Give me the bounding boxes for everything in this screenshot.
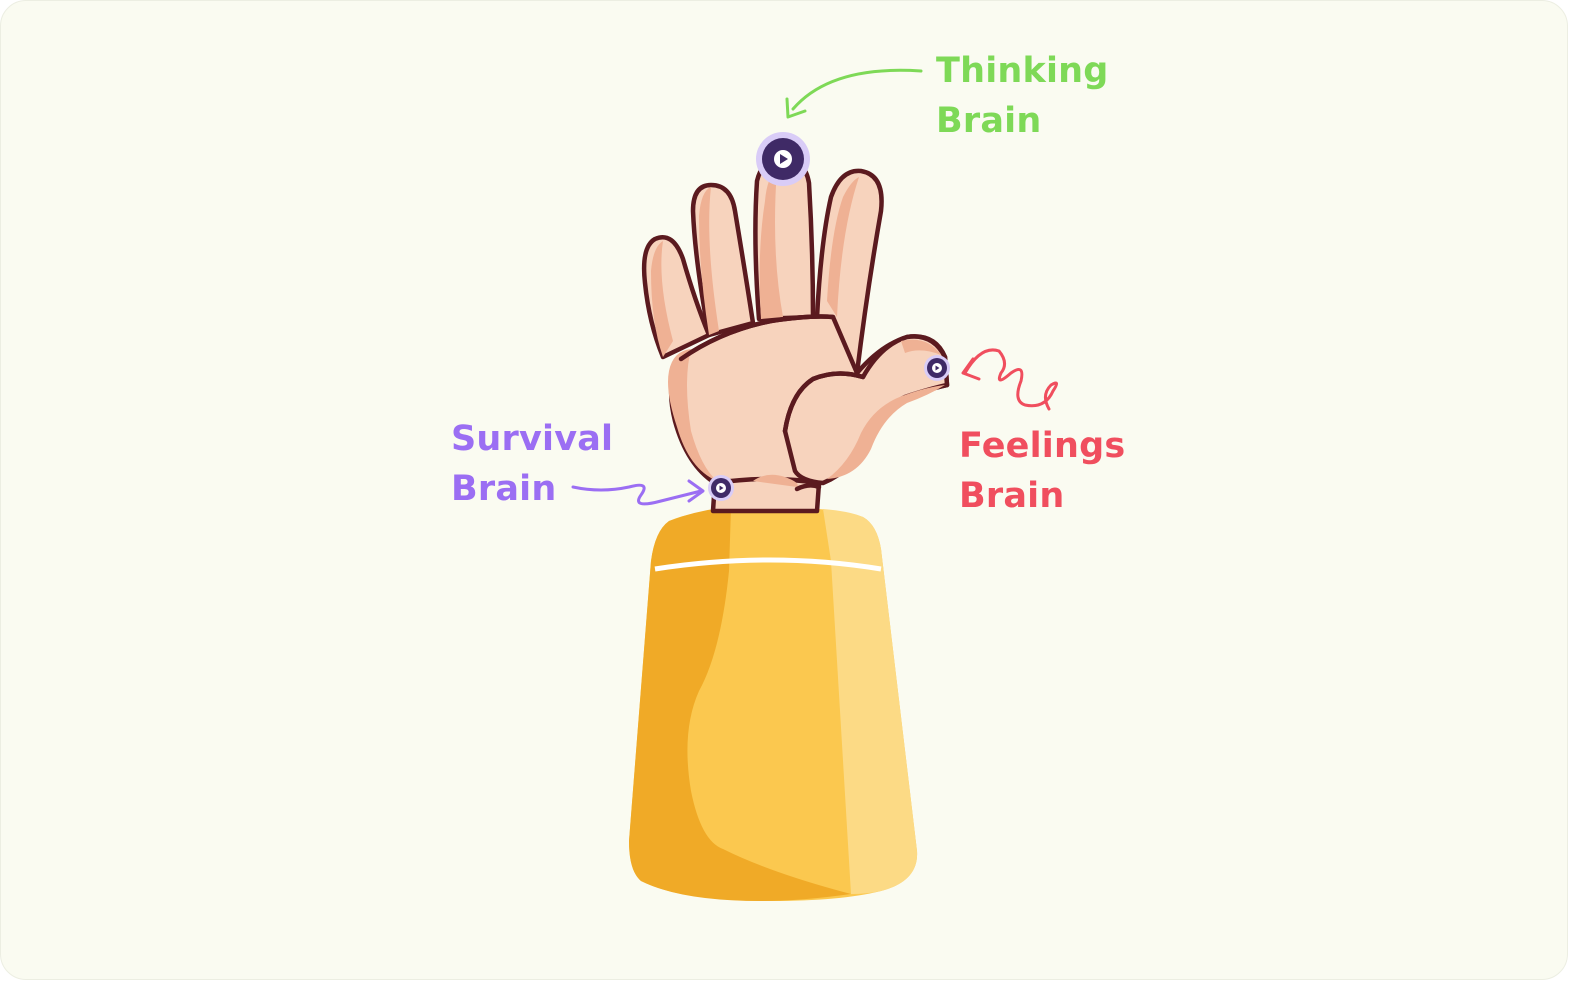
survival-arrowhead bbox=[687, 479, 705, 503]
middle-shade bbox=[759, 169, 783, 319]
thumb-shade-2 bbox=[901, 339, 941, 355]
thumb-shade bbox=[827, 385, 945, 479]
thinking-brain-label-line2: Brain bbox=[936, 101, 1042, 141]
survival-arrow bbox=[571, 483, 703, 506]
arrows bbox=[571, 68, 1058, 506]
feelings-arrowhead bbox=[961, 357, 981, 381]
play-icon bbox=[935, 365, 940, 371]
hand bbox=[641, 154, 950, 514]
play-icon bbox=[719, 485, 724, 491]
sleeve-shadow bbox=[629, 507, 851, 901]
survival-brain-label-line1: Survival bbox=[451, 419, 614, 459]
feelings-brain-label-line1: Feelings bbox=[959, 426, 1126, 466]
thinking-arrowhead bbox=[785, 97, 807, 119]
play-icon bbox=[780, 154, 788, 164]
feelings-brain-label-line2: Brain bbox=[959, 476, 1065, 516]
wrist-fold bbox=[753, 474, 798, 487]
index-shade bbox=[827, 177, 859, 317]
survival-brain-label: Survival Brain bbox=[451, 414, 613, 514]
sleeve-highlight bbox=[823, 509, 918, 894]
feelings-arrow bbox=[963, 348, 1058, 411]
ring-shade bbox=[699, 187, 719, 335]
thumb-crease bbox=[782, 371, 866, 434]
hand-brain-illustration bbox=[571, 68, 1058, 901]
feelings-brain-play-button[interactable] bbox=[924, 355, 950, 381]
palm-crease bbox=[678, 314, 836, 362]
sleeve bbox=[629, 507, 918, 901]
thinking-brain-label-line1: Thinking bbox=[936, 51, 1109, 91]
thinking-arrow bbox=[791, 68, 923, 111]
diagram-card: Thinking Brain Survival Brain Feelings B… bbox=[0, 0, 1568, 980]
wrist-edge bbox=[794, 483, 822, 492]
survival-brain-label-line2: Brain bbox=[451, 469, 557, 509]
palm-shade bbox=[668, 349, 717, 481]
pinky-shade bbox=[651, 241, 673, 357]
sleeve-seam bbox=[654, 557, 882, 572]
survival-brain-play-button[interactable] bbox=[708, 475, 734, 501]
thinking-brain-label: Thinking Brain bbox=[936, 46, 1109, 146]
thinking-brain-play-button[interactable] bbox=[756, 132, 810, 186]
feelings-brain-label: Feelings Brain bbox=[959, 421, 1125, 521]
